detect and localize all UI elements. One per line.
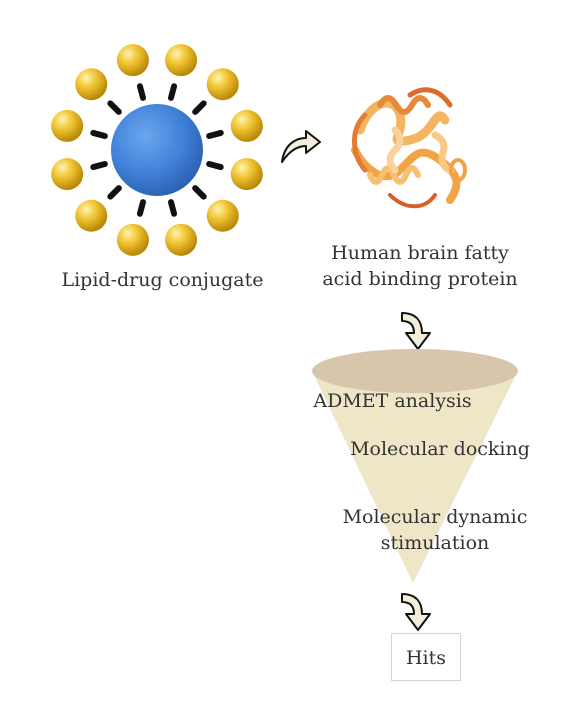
lipid-drug-conjugate-illustration <box>51 44 263 256</box>
curved-arrow-down-icon <box>401 312 431 350</box>
linker <box>136 199 147 217</box>
linker <box>107 100 122 115</box>
linker-group <box>90 83 224 217</box>
lipid-bead <box>230 109 263 142</box>
screening-funnel <box>312 349 518 583</box>
funnel-stage-dynamics-line1: Molecular dynamic <box>342 506 528 528</box>
lipid-bead <box>206 68 239 101</box>
lipid-bead <box>51 158 84 191</box>
protein-label-line1: Human brain fatty <box>331 242 509 264</box>
funnel-rim <box>312 349 518 393</box>
drug-core <box>111 104 203 196</box>
lipid-bead <box>51 109 84 142</box>
linker <box>90 160 108 171</box>
lipid-bead <box>165 223 198 256</box>
funnel-stage-docking: Molecular docking <box>350 438 530 460</box>
lipid-bead-group <box>51 44 263 256</box>
conjugate-label: Lipid-drug conjugate <box>61 269 264 291</box>
funnel-stage-dynamics-line2: stimulation <box>380 532 490 554</box>
hits-box: Hits <box>391 633 461 681</box>
linker <box>192 185 207 200</box>
linker <box>167 83 178 101</box>
linker <box>206 129 224 140</box>
linker <box>107 185 122 200</box>
lipid-bead <box>75 199 108 232</box>
linker <box>90 129 108 140</box>
linker <box>192 100 207 115</box>
lipid-bead <box>206 199 239 232</box>
lipid-bead <box>116 44 149 77</box>
linker <box>206 160 224 171</box>
protein-structure-illustration <box>351 87 467 209</box>
lipid-bead <box>116 223 149 256</box>
lipid-bead <box>230 158 263 191</box>
curved-arrow-icon <box>281 130 321 163</box>
curved-arrow-down-icon <box>401 593 431 631</box>
lipid-bead <box>165 44 198 77</box>
funnel-stage-admet: ADMET analysis <box>313 390 472 412</box>
protein-label-line2: acid binding protein <box>322 268 518 290</box>
hits-label: Hits <box>405 647 447 669</box>
linker <box>136 83 147 101</box>
linker <box>167 199 178 217</box>
lipid-bead <box>75 68 108 101</box>
